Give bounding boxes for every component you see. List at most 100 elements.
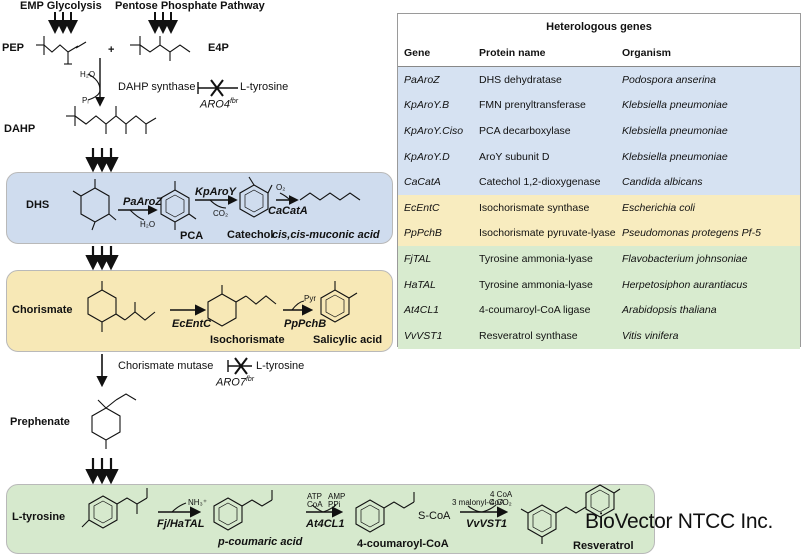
table-row: HaTAL Tyrosine ammonia-lyase Herpetosiphon…: [398, 271, 800, 298]
organism-cell: Escherichia coli: [622, 201, 695, 214]
coa4-label: 4 CoA: [490, 490, 513, 499]
chorismate-stage-label: Chorismate: [12, 304, 73, 316]
source-ppp: Pentose Phosphate Pathway: [115, 0, 265, 12]
gene-cell: EcEntC: [404, 201, 440, 214]
enzyme-fjhatal: Fj/HaTAL: [157, 518, 205, 530]
dhs-h2o: H₂O: [140, 220, 156, 229]
pep-structure: [36, 36, 87, 65]
table-row: EcEntC Isochorismate synthase Escherichia …: [398, 194, 800, 221]
dahp-label: DAHP: [4, 123, 36, 135]
dahp-structure: [66, 106, 157, 134]
protein-cell: Isochorismate synthase: [479, 201, 590, 214]
enzyme-kparoy: KpAroY: [195, 186, 236, 198]
tyrosine-inhibitor-1: L-tyrosine: [240, 81, 289, 93]
table-row: PaAroZ DHS dehydratase Podospora anserina: [398, 67, 800, 93]
triple-arrow-ppp: [148, 12, 178, 34]
protein-cell: Tyrosine ammonia-lyase: [479, 252, 593, 265]
pi-label: Pᵢ: [82, 96, 89, 105]
isochorismate-label: Isochorismate: [210, 334, 285, 346]
coumaroyl-structure: [355, 492, 415, 533]
gene-cell: PaAroZ: [404, 73, 440, 86]
co2-4-label: 4 CO₂: [490, 498, 512, 507]
organism-cell: Klebsiella pneumoniae: [622, 150, 728, 163]
protein-cell: Tyrosine ammonia-lyase: [479, 278, 593, 291]
catechol-structure: [239, 176, 273, 218]
organism-cell: Klebsiella pneumoniae: [622, 124, 728, 137]
gene-cell: VvVST1: [404, 329, 443, 342]
prephenate-structure: [91, 393, 137, 449]
pep-label: PEP: [2, 42, 25, 54]
enzyme-cacata: CaCatA: [268, 205, 308, 217]
enzyme-paaroz: PaAroZ: [123, 196, 163, 208]
organism-cell: Herpetosiphon aurantiacus: [622, 278, 748, 291]
protein-cell: PCA decarboxylase: [479, 124, 571, 137]
gene-cell: KpAroY.B: [404, 99, 450, 112]
table-row: KpAroY.B FMN prenyltransferase Klebsiella …: [398, 92, 800, 119]
aro4-label: ARO4fbr: [200, 98, 239, 111]
table-header: Gene Protein name Organism: [398, 40, 800, 67]
dhs-co2: CO₂: [213, 209, 229, 218]
coumaroyl-coa-label: 4-coumaroyl-CoA: [357, 538, 449, 550]
pca-structure: [160, 181, 197, 230]
organism-cell: Klebsiella pneumoniae: [622, 99, 728, 112]
header-gene: Gene: [404, 47, 431, 59]
organism-cell: Vitis vinifera: [622, 329, 679, 342]
salicylic-acid-label: Salicylic acid: [313, 334, 383, 346]
gene-cell: FjTAL: [404, 252, 432, 265]
resveratrol-structure: [520, 484, 621, 544]
organism-cell: Pseudomonas protegens Pf-5: [622, 227, 761, 240]
muconic-structure: [299, 192, 361, 201]
protein-cell: Catechol 1,2-dioxygenase: [479, 176, 601, 189]
coumaric-acid-label: p-coumaric acid: [218, 536, 303, 548]
salicylic-structure: [320, 281, 358, 323]
tyrosine-stage-label: L-tyrosine: [12, 511, 66, 523]
gene-cell: HaTAL: [404, 278, 436, 291]
enzyme-ecentc: EcEntC: [172, 318, 212, 330]
coumaric-structure: [213, 490, 273, 531]
protein-cell: DHS dehydratase: [479, 73, 562, 86]
aro7-label: ARO7fbr: [216, 376, 255, 389]
dhs-structure: [72, 179, 117, 231]
header-organism: Organism: [622, 47, 672, 59]
enzyme-pppchb: PpPchB: [284, 318, 327, 330]
table-row: VvVST1 Resveratrol synthase Vitis vinifera: [398, 322, 800, 349]
table-row: CaCatA Catechol 1,2-dioxygenase Candida al…: [398, 169, 800, 195]
coa-label: CoA: [307, 500, 323, 509]
protein-cell: Resveratrol synthase: [479, 329, 578, 342]
source-emp: EMP Glycolysis: [20, 0, 102, 12]
nh3-label: NH₃⁺: [188, 498, 208, 507]
enzyme-at4cl1: At4CL1: [306, 518, 345, 530]
heterologous-genes-table: Heterologous genes Gene Protein name Org…: [397, 13, 801, 349]
ppi-label: PPi: [328, 500, 341, 509]
pyr-label: Pyr: [304, 294, 316, 303]
e4p-label: E4P: [208, 42, 229, 54]
atp-label: ATP: [307, 492, 322, 501]
gene-cell: PpPchB: [404, 227, 442, 240]
malonyl-label: 3 malonyl-CoA: [452, 498, 505, 507]
dhs-panel: [6, 172, 393, 244]
h2o-label: H₂O: [80, 70, 96, 79]
scoa-label: S-CoA: [418, 510, 451, 522]
dahp-synthase-label: DAHP synthase: [118, 81, 196, 93]
gene-cell: At4CL1: [404, 304, 440, 317]
gene-cell: CaCatA: [404, 176, 441, 189]
resveratrol-label: Resveratrol: [573, 540, 634, 552]
protein-cell: FMN prenyltransferase: [479, 99, 586, 112]
chorismate-structure: [87, 281, 156, 332]
isochorismate-structure: [207, 285, 277, 327]
table-title: Heterologous genes: [546, 21, 652, 33]
organism-cell: Candida albicans: [622, 176, 703, 189]
chorismate-mutase-label: Chorismate mutase: [118, 360, 214, 372]
e4p-structure: [130, 36, 191, 61]
triple-arrow-emp: [48, 12, 78, 34]
organism-cell: Podospora anserina: [622, 73, 716, 86]
tyrosine-structure: [81, 488, 148, 529]
amp-label: AMP: [328, 492, 346, 501]
